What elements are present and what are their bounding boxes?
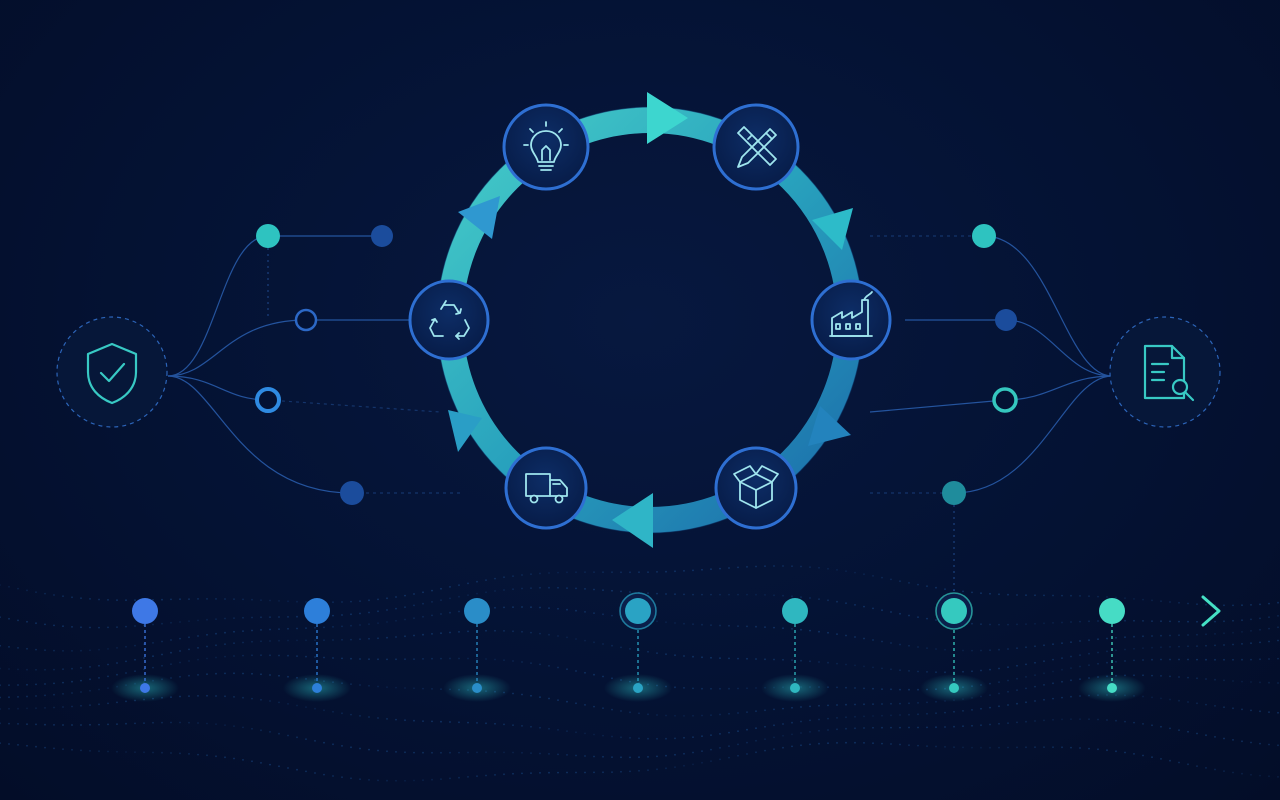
- timeline-base-dot: [312, 683, 322, 693]
- arrow-top: [647, 92, 688, 144]
- recycle-icon: [429, 300, 470, 340]
- lightbulb-icon: [523, 121, 569, 171]
- right-connector-lines: [869, 235, 1113, 600]
- arrow-left-top: [458, 196, 500, 239]
- stage-node-manufacturing[interactable]: [810, 279, 892, 361]
- cycle-ring: [436, 106, 864, 534]
- timeline-base-dot: [633, 683, 643, 693]
- right-node-teal: [942, 481, 966, 505]
- timeline-node[interactable]: [111, 598, 179, 702]
- right-node-dark-blue: [995, 309, 1017, 331]
- arrow-right-bottom: [808, 406, 851, 446]
- timeline-node[interactable]: [1078, 598, 1146, 702]
- stage-node-packaging[interactable]: [714, 446, 798, 530]
- timeline-node[interactable]: [283, 598, 351, 702]
- timeline-base-dot: [790, 683, 800, 693]
- right-node-ring-teal: [992, 387, 1018, 413]
- timeline-node-dot: [782, 598, 808, 624]
- delivery-truck-icon: [525, 473, 568, 504]
- arrow-bottom: [612, 493, 653, 548]
- pencil-ruler-icon: [737, 126, 777, 168]
- left-node-teal: [256, 224, 280, 248]
- timeline-node[interactable]: [443, 598, 511, 702]
- timeline-base-dot: [140, 683, 150, 693]
- cycle-arrows: [448, 92, 853, 548]
- left-connector-lines: [167, 235, 460, 494]
- right-hub: [1109, 316, 1221, 428]
- timeline-base-dot: [949, 683, 959, 693]
- timeline-node-dot: [464, 598, 490, 624]
- timeline-node-dot: [304, 598, 330, 624]
- timeline-node[interactable]: [920, 592, 988, 702]
- left-node-dark-blue: [371, 225, 393, 247]
- shield-check-icon: [86, 342, 138, 405]
- document-search-icon: [1143, 344, 1195, 402]
- factory-icon: [829, 291, 873, 337]
- timeline-node[interactable]: [761, 598, 829, 702]
- arrow-right-top: [812, 208, 853, 250]
- timeline: [58, 592, 1221, 702]
- timeline-base-dot: [472, 683, 482, 693]
- left-hub: [56, 316, 168, 428]
- open-box-icon: [733, 465, 779, 509]
- stage-node-ideation[interactable]: [502, 103, 590, 191]
- left-node-ring-blue: [294, 308, 318, 332]
- arrow-left-bottom: [448, 410, 482, 452]
- timeline-node-dot: [625, 598, 651, 624]
- stage-node-recycling[interactable]: [408, 279, 490, 361]
- timeline-node-dot: [1099, 598, 1125, 624]
- timeline-arrow-icon: [1201, 595, 1221, 627]
- timeline-node-dot: [941, 598, 967, 624]
- timeline-base-dot: [1107, 683, 1117, 693]
- stage-node-distribution[interactable]: [504, 446, 588, 530]
- timeline-node-dot: [132, 598, 158, 624]
- stage-node-design[interactable]: [712, 103, 800, 191]
- left-node-dark-blue: [340, 481, 364, 505]
- right-node-teal: [972, 224, 996, 248]
- timeline-node[interactable]: [604, 592, 672, 702]
- left-node-ring-blue: [255, 387, 281, 413]
